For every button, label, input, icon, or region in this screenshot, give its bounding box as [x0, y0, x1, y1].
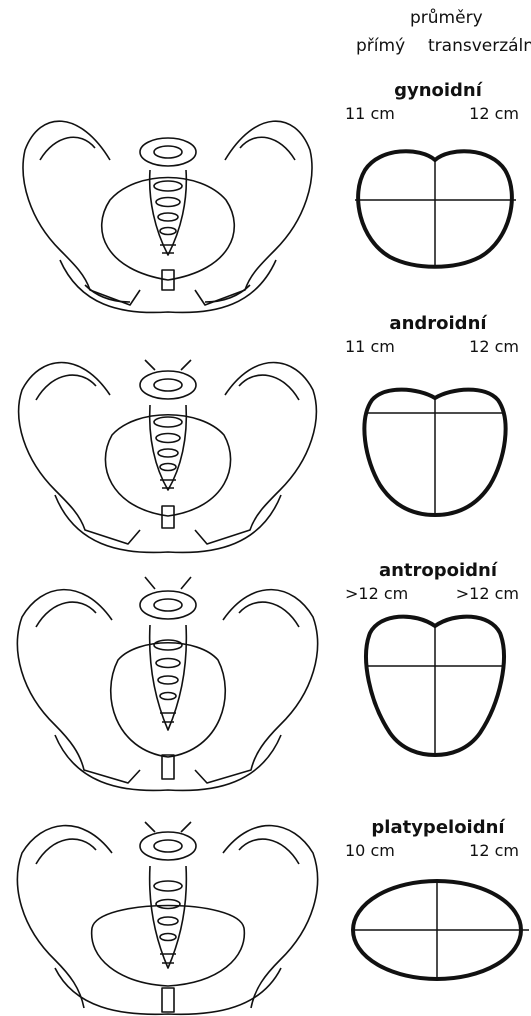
- diameter-label-transverse: transverzální: [428, 36, 531, 56]
- transverse-value: >12 cm: [456, 584, 519, 603]
- diameter-label-anteroposterior: přímý: [356, 36, 405, 56]
- anteroposterior-value: 11 cm: [345, 104, 395, 123]
- transverse-value: 12 cm: [469, 104, 519, 123]
- pelvic-inlet-shape: [340, 875, 531, 985]
- diameters-title: průměry: [410, 8, 483, 28]
- column-header: průměry přímý transverzální: [340, 0, 531, 70]
- pelvis-illustration: [0, 808, 335, 1016]
- transverse-value: 12 cm: [469, 841, 519, 860]
- pelvic-inlet-shape: [340, 145, 531, 275]
- anteroposterior-value: >12 cm: [345, 584, 408, 603]
- pelvis-type-label: androidní 11 cm 12 cm: [345, 313, 531, 363]
- pelvis-type-label: platypeloidní 10 cm 12 cm: [345, 817, 531, 867]
- pelvis-type-label: gynoidní 11 cm 12 cm: [345, 80, 531, 130]
- pelvis-type-name: antropoidní: [345, 560, 531, 581]
- anteroposterior-value: 11 cm: [345, 337, 395, 356]
- transverse-value: 12 cm: [469, 337, 519, 356]
- pelvis-type-label: antropoidní >12 cm >12 cm: [345, 560, 531, 610]
- pelvis-illustration: [0, 90, 335, 320]
- pelvic-inlet-shape: [340, 608, 531, 758]
- pelvis-type-name: androidní: [345, 313, 531, 334]
- anteroposterior-value: 10 cm: [345, 841, 395, 860]
- pelvis-illustration: [0, 330, 335, 560]
- pelvis-illustration: [0, 565, 335, 795]
- pelvic-inlet-shape: [340, 380, 531, 520]
- pelvis-type-name: platypeloidní: [345, 817, 531, 838]
- pelvis-type-name: gynoidní: [345, 80, 531, 101]
